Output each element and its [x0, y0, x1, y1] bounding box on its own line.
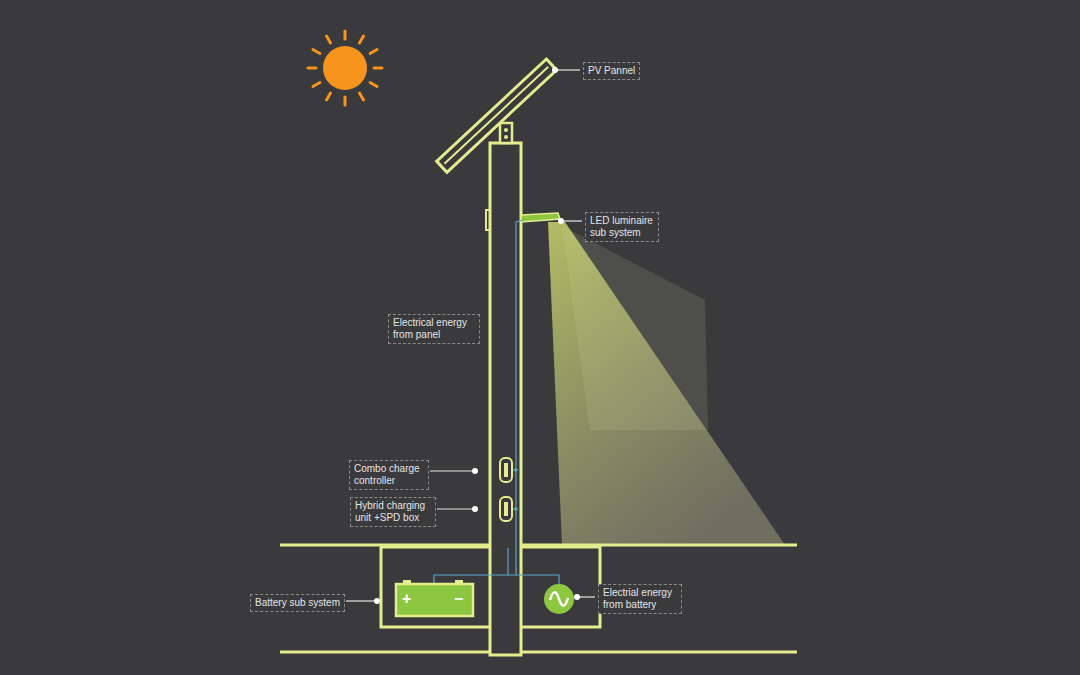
pv-panel [437, 59, 557, 172]
label-box: Electrial energy from battery [598, 584, 682, 614]
ac-symbol [544, 584, 574, 614]
wiring [434, 220, 559, 584]
label-box: Electrical energy from panel [388, 314, 480, 344]
label-box: PV Pannel [583, 62, 640, 80]
label-text: LED luminaire sub system [590, 215, 654, 239]
label-text: Battery sub system [255, 597, 340, 609]
label-box: Battery sub system [250, 594, 345, 612]
led-luminaire [521, 213, 560, 222]
label-text: Electrical energy from panel [393, 317, 475, 341]
light-beam-glow [562, 226, 708, 430]
label-box: Combo charge controller [349, 460, 429, 490]
terminal-sign: − [454, 591, 463, 607]
label-text: Combo charge controller [354, 463, 424, 487]
label-text: Electrial energy from battery [603, 587, 677, 611]
terminal-sign: + [402, 591, 411, 607]
charge-controller-face [504, 463, 508, 477]
label-box: Hybrid charging unit +SPD box [350, 497, 436, 527]
hybrid-unit [500, 497, 512, 521]
leader-lines [346, 70, 595, 601]
label-text: PV Pannel [588, 65, 635, 77]
pole-door [486, 210, 490, 230]
charge-controller [500, 458, 512, 482]
sun [308, 31, 382, 105]
panel-bracket [500, 123, 512, 143]
battery-symbol [396, 584, 473, 616]
label-box: LED luminaire sub system [585, 212, 659, 242]
ground-line [280, 651, 797, 654]
ac-wave [550, 592, 568, 605]
light-beam [548, 222, 785, 545]
hybrid-unit-face [504, 502, 508, 516]
label-text: Hybrid charging unit +SPD box [355, 500, 431, 524]
